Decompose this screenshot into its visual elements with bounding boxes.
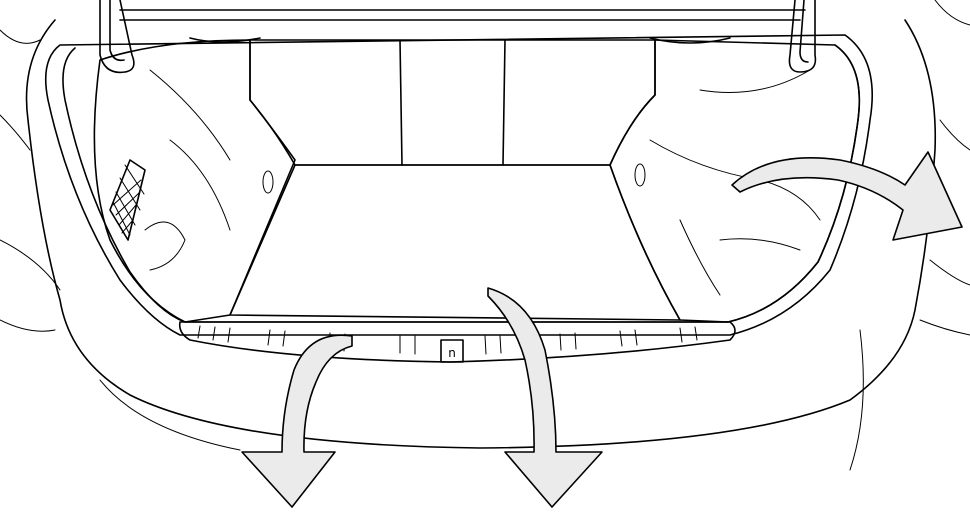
trunk-floor-mat: [230, 165, 680, 320]
sill-marker-label: n: [448, 346, 456, 360]
cargo-net-left: [110, 160, 145, 240]
arrow-down-right-icon: [488, 288, 602, 507]
arrow-down-left-icon: [242, 335, 352, 507]
loading-sill-trim: n: [180, 322, 735, 362]
car-body-outline: [0, 0, 970, 470]
